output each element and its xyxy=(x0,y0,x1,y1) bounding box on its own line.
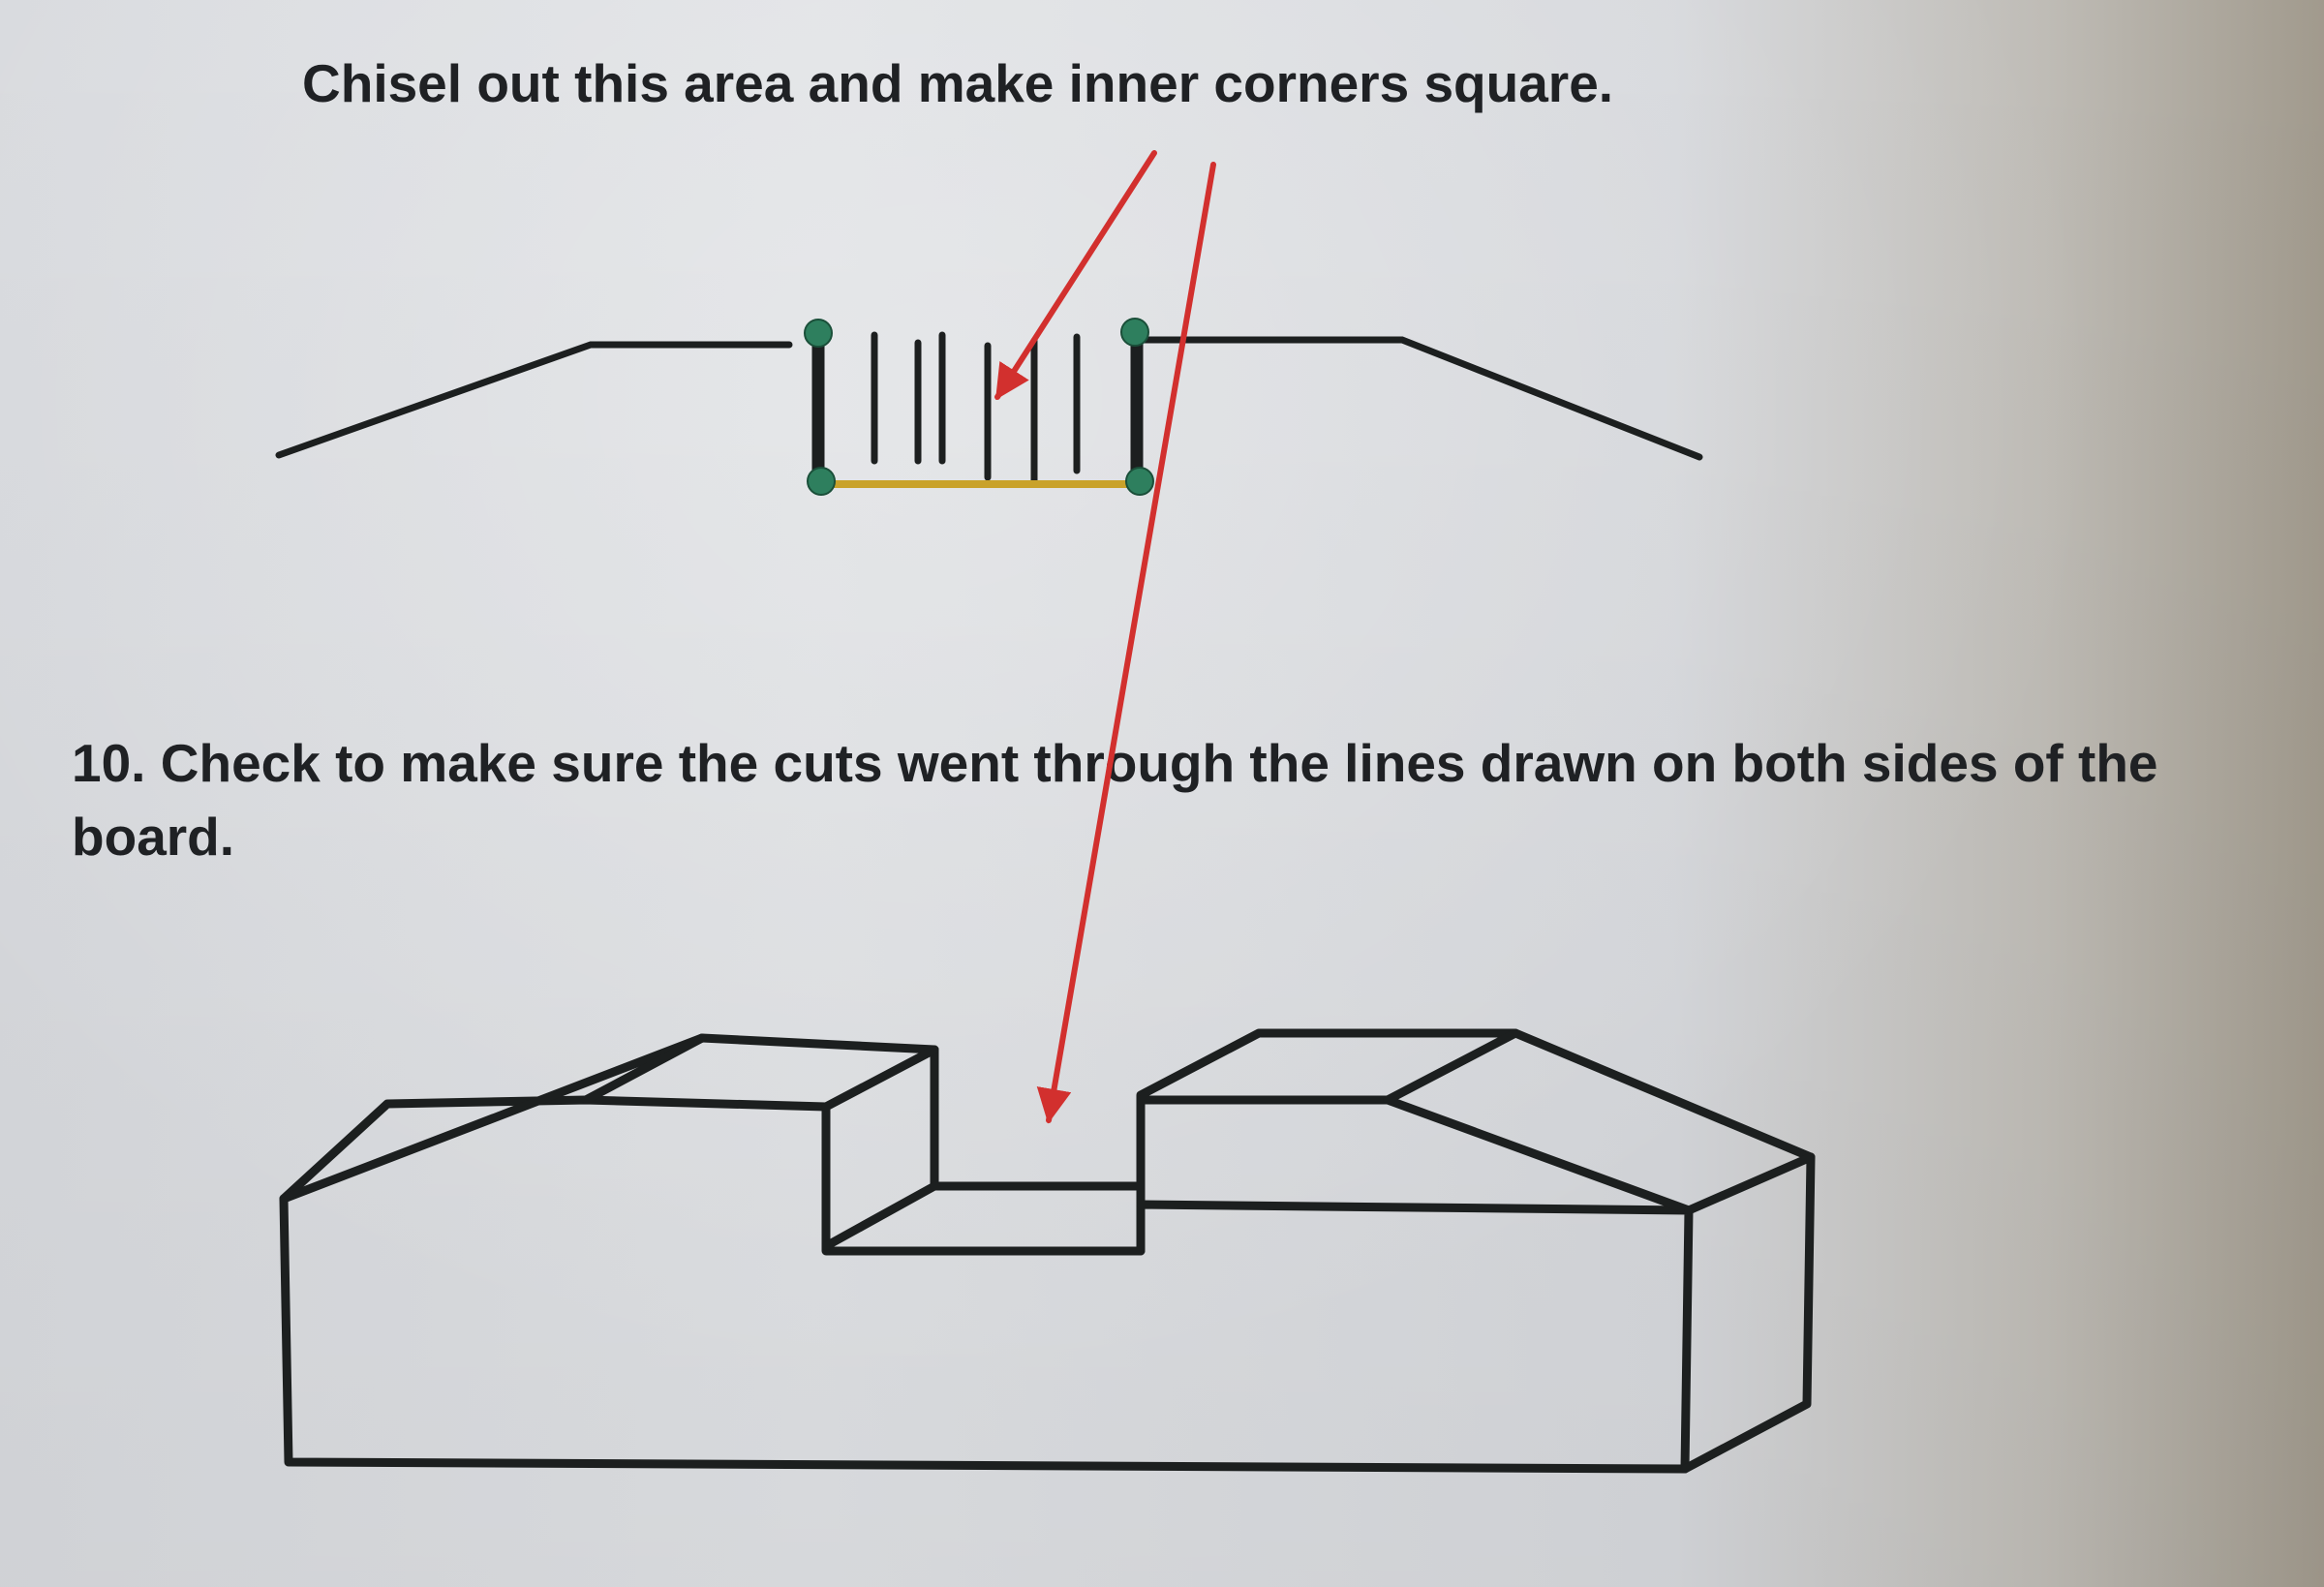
callout-caption: Chisel out this area and make inner corn… xyxy=(302,46,1613,120)
waste-hatch-lines xyxy=(871,331,1081,488)
green-dot-icon xyxy=(1120,318,1149,347)
green-dot-icon xyxy=(1125,467,1154,496)
board-right-top-edge xyxy=(1136,1028,1816,1209)
step-number: 10. xyxy=(72,733,146,793)
board-right-top-diag xyxy=(1383,1095,1694,1215)
top-profile-diagram xyxy=(275,318,1703,496)
pointer-arrows xyxy=(994,150,1216,1124)
step-body: Check to make sure the cuts went through… xyxy=(72,733,2158,867)
notched-board-3d xyxy=(279,1028,1816,1474)
board-front-face xyxy=(279,1095,1694,1474)
green-dot-icon xyxy=(804,319,833,348)
red-arrow-icon xyxy=(1036,162,1216,1124)
right-profile-line xyxy=(1137,336,1703,461)
callout-text: Chisel out this area and make inner corn… xyxy=(302,53,1614,113)
step-instruction: 10. Check to make sure the cuts went thr… xyxy=(72,726,2299,873)
corner-markers xyxy=(804,318,1154,496)
board-right-top-split xyxy=(1383,1028,1520,1105)
left-profile-line xyxy=(275,341,793,459)
board-left-step-edge xyxy=(821,1045,939,1112)
board-left-top-edge xyxy=(279,1033,939,1251)
board-left-top-inner xyxy=(581,1033,707,1105)
red-arrow-icon xyxy=(994,150,1157,401)
board-right-end-face xyxy=(1680,1152,1816,1474)
green-dot-icon xyxy=(807,467,836,496)
